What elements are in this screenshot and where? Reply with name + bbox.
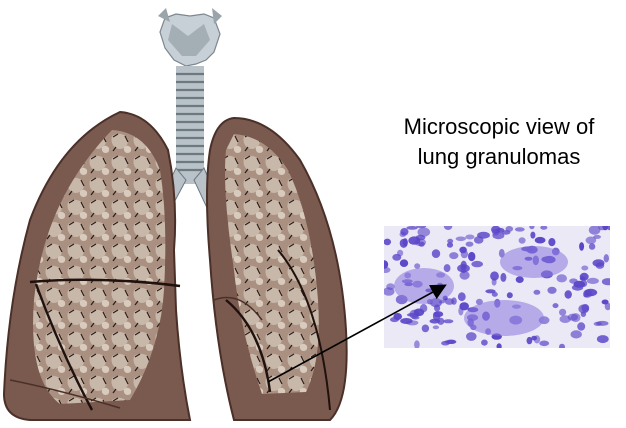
pointer-arrow <box>0 0 626 428</box>
figure-canvas: Microscopic view of lung granulomas <box>0 0 626 428</box>
